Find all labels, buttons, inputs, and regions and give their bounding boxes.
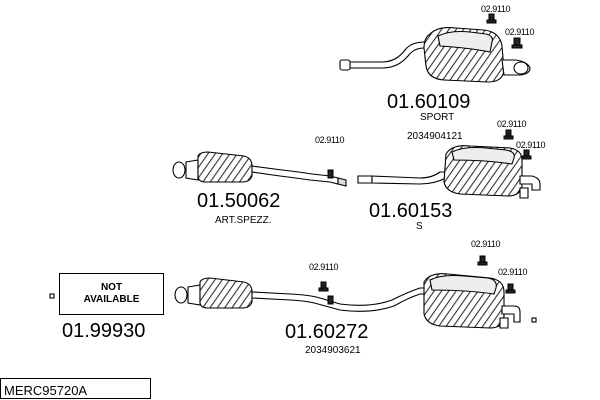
clamp-label: 02.9110 <box>497 119 527 129</box>
part-oe-number-2: 2034903621 <box>305 345 361 356</box>
part-number-60153: 01.60153 <box>369 200 453 222</box>
not-available-box: NOT AVAILABLE <box>59 273 164 315</box>
clamp-label: 02.9110 <box>505 27 535 37</box>
catalyst-front-pipe <box>172 151 347 187</box>
clamp-icon <box>327 169 334 179</box>
kit-code: MERC95720A <box>4 383 88 398</box>
part-note-s: S <box>416 221 423 232</box>
clamp-label: 02.9110 <box>315 135 345 145</box>
clamp-icon <box>486 13 523 49</box>
clamp-icon <box>318 255 516 305</box>
part-number-60272: 01.60272 <box>285 321 369 343</box>
rear-silencer-sport <box>339 27 531 83</box>
clamp-label: 02.9110 <box>516 140 546 150</box>
not-available-line1: NOT <box>100 281 123 293</box>
clamp-icon <box>503 129 532 160</box>
part-number-50062: 01.50062 <box>197 190 281 212</box>
kit-code-box: MERC95720A <box>0 378 151 399</box>
not-available-line2: AVAILABLE <box>83 294 140 305</box>
clamp-label: 02.9110 <box>498 267 528 277</box>
part-note-artspezz: ART.SPEZZ. <box>215 215 272 226</box>
clamp-label: 02.9110 <box>481 4 511 14</box>
part-number-60109: 01.60109 <box>387 91 471 113</box>
part-note-sport: SPORT <box>420 112 455 123</box>
part-number-99930: 01.99930 <box>62 320 146 342</box>
clamp-label: 02.9110 <box>309 262 339 272</box>
part-oe-number-1: 2034904121 <box>407 131 463 142</box>
rear-silencer-s <box>357 145 541 199</box>
bottom-exhaust-system <box>49 273 537 329</box>
clamp-label: 02.9110 <box>471 239 501 249</box>
